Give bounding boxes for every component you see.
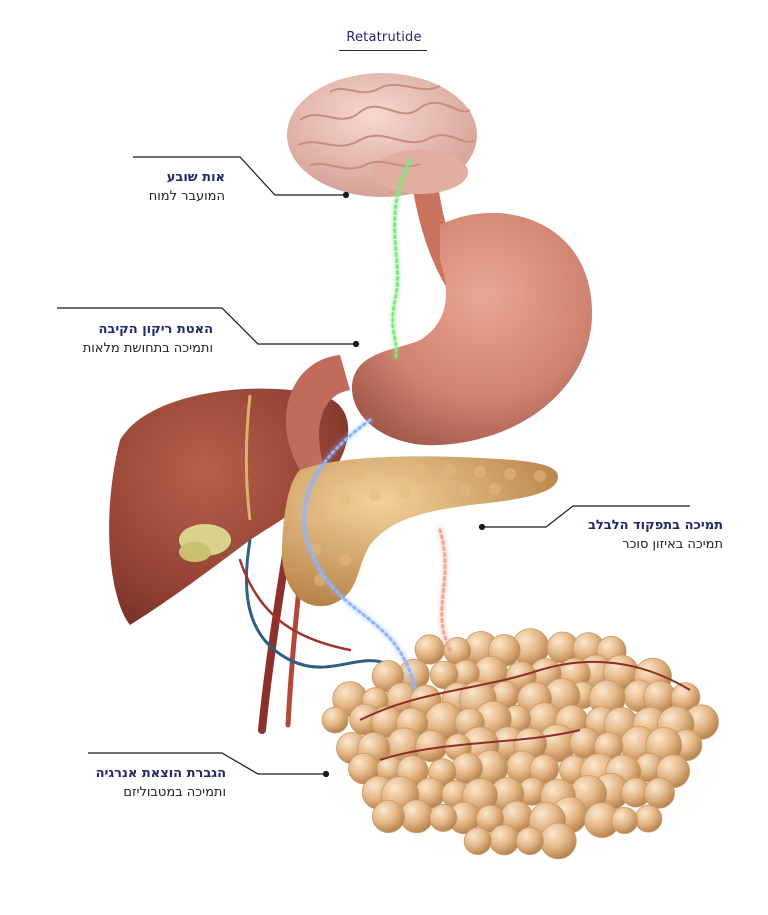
label-satiety-signal: אות שובע המועבר למוח (60, 168, 225, 206)
brain (287, 73, 477, 197)
fat-cell (515, 827, 544, 856)
label-energy-expenditure: הגברת הוצאת אנרגיה ותמיכה במטבוליזם (60, 764, 226, 802)
fat-cell (429, 660, 459, 690)
fat-cell (371, 800, 405, 834)
signal-streams (302, 158, 452, 692)
fat-cell (643, 777, 675, 809)
fat-cell (463, 827, 492, 855)
title-underline (339, 50, 427, 51)
fat-cells (321, 628, 719, 860)
label-gastric-heading: האטת ריקון הקיבה (98, 322, 214, 337)
fat-cell (475, 804, 504, 833)
fat-cell (529, 754, 559, 784)
fat-cell (415, 729, 448, 763)
stomach (351, 212, 593, 446)
diagram-title: Retatrutide (346, 30, 422, 45)
label-pancreas-sub: תמיכה באיזון סוכר (622, 537, 723, 552)
fat-cell (634, 804, 663, 833)
label-energy-heading: הגברת הוצאת אנרגיה (95, 766, 226, 781)
liver (109, 388, 349, 625)
fat-cell (429, 803, 458, 832)
fat-cell (321, 706, 349, 734)
label-satiety-sub: המועבר למוח (148, 189, 225, 204)
pancreas-texture (304, 464, 546, 586)
duodenum (285, 355, 350, 470)
fat-cell (611, 807, 639, 835)
fat-cell (488, 824, 520, 856)
fat-cell (414, 634, 445, 665)
fat-cell (539, 822, 577, 860)
orange-signal-line (438, 528, 452, 652)
satiety-signal-line (391, 158, 412, 362)
fat-vessels (359, 660, 691, 761)
label-satiety-heading: אות שובע (166, 170, 225, 185)
blue-signal-line (302, 418, 417, 692)
label-pancreas-function: תמיכה בתפקוד הלבלב תמיכה באיזון סוכר (520, 516, 723, 554)
label-pancreas-heading: תמיכה בתפקוד הלבלב (587, 518, 723, 533)
label-energy-sub: ותמיכה במטבוליזם (123, 785, 226, 800)
pancreas (281, 456, 559, 607)
leader-lines (57, 156, 690, 778)
label-gastric-sub: ותמיכה בתחושת מלאות (82, 341, 213, 356)
fat-cell (399, 799, 434, 834)
label-gastric-emptying: האטת ריקון הקיבה ותמיכה בתחושת מלאות (40, 320, 213, 358)
